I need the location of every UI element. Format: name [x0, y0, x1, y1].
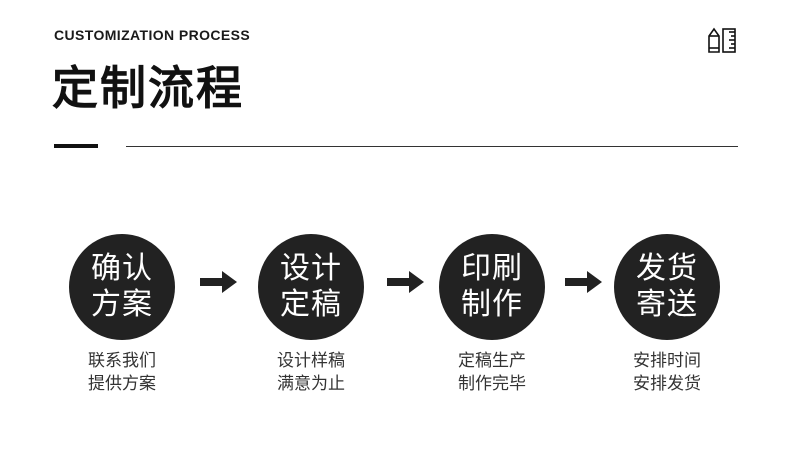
process-step-4: 发货 寄送 安排时间 安排发货: [597, 234, 737, 396]
pencil-ruler-icon: [708, 27, 736, 53]
arrow-right-icon: [387, 271, 424, 293]
step-title-line-2: 寄送: [636, 287, 698, 322]
step-title-line-1: 设计: [280, 251, 342, 286]
step-desc-line-2: 安排发货: [633, 374, 701, 394]
step-desc-line-2: 满意为止: [277, 374, 345, 394]
step-title-line-1: 确认: [91, 251, 153, 286]
step-desc-line-2: 制作完毕: [458, 374, 526, 394]
eyebrow-label: CUSTOMIZATION PROCESS: [54, 27, 251, 43]
step-title-line-2: 定稿: [280, 287, 342, 322]
step-circle: 设计 定稿: [258, 234, 364, 340]
accent-rule: [54, 144, 98, 148]
step-desc-line-1: 定稿生产: [458, 351, 526, 371]
process-step-1: 确认 方案 联系我们 提供方案: [52, 234, 192, 396]
arrow-right-icon: [200, 271, 237, 293]
step-caption: 设计样稿 满意为止: [241, 350, 381, 396]
step-desc-line-1: 安排时间: [633, 351, 701, 371]
step-caption: 定稿生产 制作完毕: [422, 350, 562, 396]
arrow-right-icon: [565, 271, 602, 293]
step-title-line-2: 制作: [461, 287, 523, 322]
step-circle: 发货 寄送: [614, 234, 720, 340]
step-circle: 确认 方案: [69, 234, 175, 340]
step-title-line-1: 发货: [636, 251, 698, 286]
step-caption: 联系我们 提供方案: [52, 350, 192, 396]
page-title: 定制流程: [52, 61, 244, 115]
process-step-3: 印刷 制作 定稿生产 制作完毕: [422, 234, 562, 396]
step-title-line-2: 方案: [91, 287, 153, 322]
step-desc-line-1: 设计样稿: [277, 351, 345, 371]
step-circle: 印刷 制作: [439, 234, 545, 340]
step-desc-line-1: 联系我们: [88, 351, 156, 371]
step-caption: 安排时间 安排发货: [597, 350, 737, 396]
divider-line: [126, 145, 738, 147]
step-desc-line-2: 提供方案: [88, 374, 156, 394]
process-step-2: 设计 定稿 设计样稿 满意为止: [241, 234, 381, 396]
step-title-line-1: 印刷: [461, 251, 523, 286]
